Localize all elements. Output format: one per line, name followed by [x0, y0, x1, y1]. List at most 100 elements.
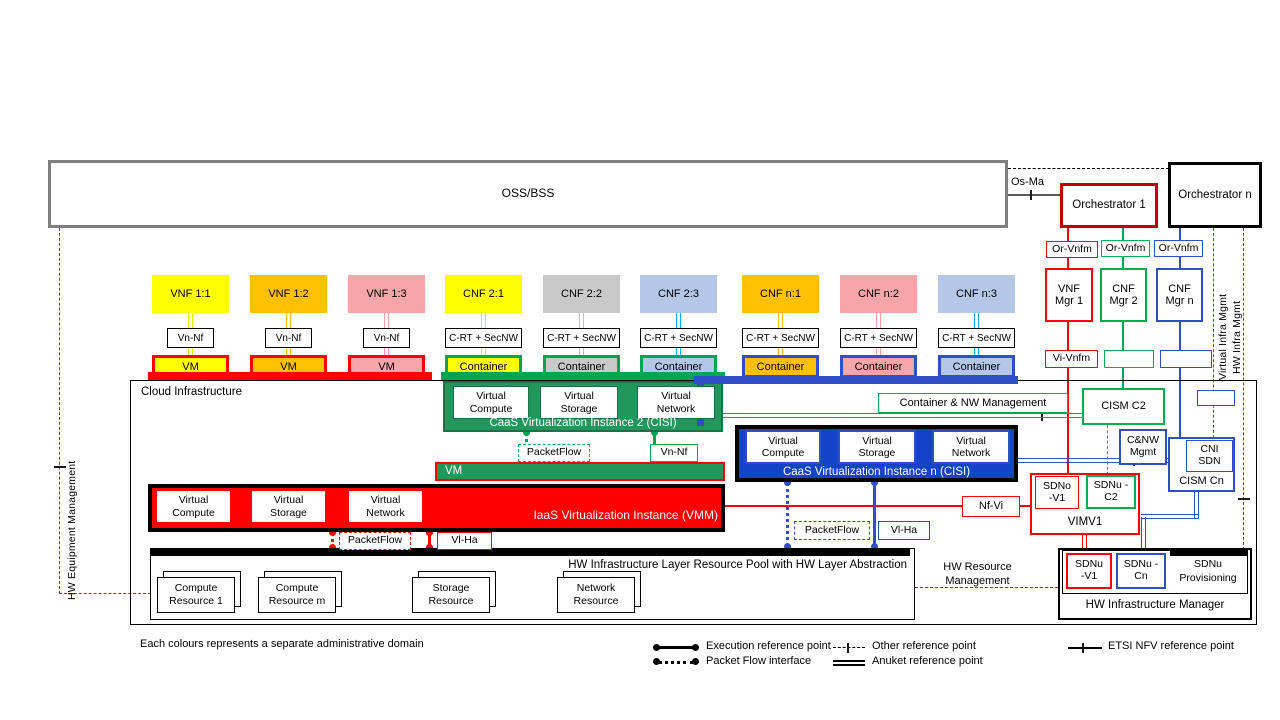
- nf-connector: [974, 348, 979, 356]
- sdnu-v1-agent-box: SDNu -V1: [1066, 553, 1112, 589]
- sdnu-c2-label: SDNu -C2: [1093, 479, 1129, 503]
- cni-sdn-label: CNI SDN: [1198, 443, 1221, 467]
- iaas-virtual-compute-label: Virtual Compute: [172, 494, 215, 519]
- legend-etsi-label: ETSI NFV reference point: [1108, 640, 1234, 652]
- vi-cnfm-n-box-empty: [1160, 350, 1212, 368]
- caas2-title: CaaS Virtualization Instance 2 (CISI): [489, 417, 677, 429]
- nf-box: CNF n:1: [742, 275, 819, 313]
- nf-column-2: VNF 1:2 Vn-Nf VM: [250, 275, 327, 379]
- cism-cn-link-v1: [1194, 492, 1199, 518]
- nf-connector: [384, 348, 389, 356]
- cism-cn-link-v2: [1141, 517, 1146, 553]
- caasn-virtual-network-label: Virtual Network: [951, 434, 991, 459]
- nf-column-4: CNF 2:1 C-RT + SecNW Container: [445, 275, 522, 379]
- nf-column-8: CNF n:2 C-RT + SecNW Container: [840, 275, 917, 379]
- nf-box: CNF 2:3: [640, 275, 717, 313]
- vn-nf-text: Vn-Nf: [660, 446, 688, 459]
- cism-cn-link-h: [1141, 514, 1199, 519]
- nf-connector: [188, 348, 193, 356]
- nf-connector: [778, 313, 783, 328]
- caasn-packetflow-label: PacketFlow: [794, 521, 870, 540]
- nf-connector: [286, 313, 291, 328]
- nf-box: CNF 2:2: [543, 275, 620, 313]
- vim-sdnu-link: [1082, 535, 1087, 553]
- caas2-virtual-network-label: Virtual Network: [656, 390, 696, 415]
- nf-column-1: VNF 1:1 Vn-Nf VM: [152, 275, 229, 379]
- os-ma-tick: [1030, 190, 1032, 200]
- hw-equipment-mgmt-vline: [59, 228, 60, 594]
- caasn-packetflow-line: [786, 482, 789, 548]
- caas2-virtual-compute-label: Virtual Compute: [469, 390, 513, 415]
- sdnu-v1-agent-label: SDNu -V1: [1074, 558, 1103, 582]
- sdnu-provisioning-bar: [1170, 548, 1248, 556]
- vm-bar-label: VM: [445, 465, 463, 478]
- packetflow-text: PacketFlow: [526, 446, 582, 459]
- iaas-virtual-compute: Virtual Compute: [155, 489, 232, 524]
- nf-connector: [579, 348, 584, 356]
- hw-infra-mgmt-tick: [1238, 498, 1250, 500]
- virtual-infra-mgmt-line: [1213, 228, 1214, 438]
- caas2-vnnf-label: Vn-Nf: [650, 444, 698, 462]
- iaas-domain-bar: [148, 372, 432, 380]
- sdnu-cn-agent-box: SDNu -Cn: [1116, 553, 1166, 589]
- orchestrator-1-box: Orchestrator 1: [1060, 183, 1158, 228]
- vi-vnfm-box: Vi-Vnfm: [1045, 350, 1098, 368]
- os-ma-label: Os-Ma: [1011, 176, 1044, 188]
- cnf-mgr-n-box: CNF Mgr n: [1156, 268, 1203, 322]
- network-resource: Network Resource: [557, 577, 635, 613]
- compute-resource-1: Compute Resource 1: [157, 577, 235, 613]
- nf-ref-point-label: C-RT + SecNW: [742, 328, 819, 348]
- packetflow-text: PacketFlow: [347, 534, 403, 547]
- caasn-virtual-compute-label: Virtual Compute: [761, 434, 805, 459]
- hw-abstraction-bar: [150, 548, 910, 556]
- caasn-domain-bar: [694, 376, 1018, 384]
- nf-column-9: CNF n:3 C-RT + SecNW Container: [938, 275, 1015, 379]
- sdno-v1-label: SDNo -V1: [1042, 479, 1071, 504]
- nf-vi-label: Nf-Vi: [962, 496, 1020, 517]
- cloud-infrastructure-label: Cloud Infrastructure: [141, 386, 242, 398]
- vl-ha-text: Vl-Ha: [890, 523, 918, 536]
- nf-box: CNF n:2: [840, 275, 917, 313]
- orchestrator-n-box: Orchestrator n: [1168, 162, 1262, 228]
- vl-ha-text: Vl-Ha: [451, 534, 478, 547]
- nf-connector: [876, 313, 881, 328]
- or-vnfm-3-box: Or-Vnfm: [1154, 240, 1203, 257]
- nf-column-7: CNF n:1 C-RT + SecNW Container: [742, 275, 819, 379]
- vm-bar: VM: [435, 462, 725, 481]
- etsi-line-icon: [1068, 647, 1102, 649]
- or-vnfm-2-label: Or-Vnfm: [1105, 241, 1146, 254]
- cnfm-blue-line: [1179, 228, 1181, 438]
- or-vnfm-1-label: Or-Vnfm: [1052, 242, 1092, 255]
- hw-equipment-mgmt-label: HW Equipment Management: [66, 460, 78, 600]
- iaas-vlha-line: [428, 532, 431, 549]
- nf-connector: [384, 313, 389, 328]
- vim-label: VIMV1: [1067, 516, 1103, 529]
- execution-line-icon: [656, 646, 696, 649]
- hw-infra-mgmt-line: [1243, 228, 1244, 550]
- or-vnfm-1-box: Or-Vnfm: [1046, 241, 1098, 258]
- caas2-domain-bar: [441, 372, 725, 380]
- or-vnfm-2-box: Or-Vnfm: [1101, 240, 1150, 257]
- other-ref-tick-icon: [847, 643, 849, 653]
- storage-resource-label: Storage Resource: [428, 581, 474, 607]
- nf-connector: [579, 313, 584, 328]
- iaas-packetflow-label: PacketFlow: [339, 532, 411, 550]
- iaas-virtual-storage-label: Virtual Storage: [270, 494, 307, 519]
- hw-infra-mgmt-label: HW Infra Mgmt: [1231, 300, 1243, 374]
- nf-box: VNF 1:2: [250, 275, 327, 313]
- hw-equipment-mgmt-tick: [54, 466, 66, 468]
- virtual-infra-mgmt-box-empty: [1197, 390, 1235, 406]
- etsi-tick-icon: [1082, 643, 1084, 653]
- legend-other-label: Other reference point: [872, 640, 976, 652]
- caasn-vlha-label: Vl-Ha: [878, 521, 930, 540]
- nf-ref-point-label: C-RT + SecNW: [445, 328, 522, 348]
- nf-connector: [974, 313, 979, 328]
- nf-column-5: CNF 2:2 C-RT + SecNW Container: [543, 275, 620, 379]
- cnf-mgr-2-label: CNF Mgr 2: [1109, 282, 1138, 307]
- orchestrator-1-label: Orchestrator 1: [1072, 199, 1146, 212]
- vnf-mgr-1-box: VNF Mgr 1: [1045, 268, 1093, 322]
- iaas-vlha-label: Vl-Ha: [437, 532, 492, 550]
- nf-connector: [481, 348, 486, 356]
- nf-connector: [876, 348, 881, 356]
